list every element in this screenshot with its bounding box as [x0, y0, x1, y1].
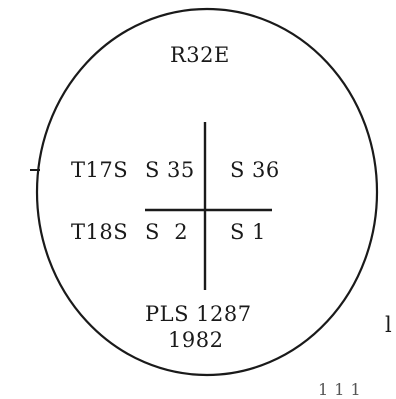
margin-fragment-bottom: 1 1 1	[318, 380, 362, 399]
section-southwest-label: S 2	[145, 220, 189, 244]
township-south-label: T18S	[71, 220, 129, 244]
section-northwest-label: S 35	[145, 158, 195, 182]
range-label: R32E	[170, 43, 230, 67]
stamp-circle	[35, 7, 379, 377]
margin-fragment-right: l	[385, 313, 393, 337]
section-southeast-label: S 1	[230, 220, 266, 244]
section-northeast-label: S 36	[230, 158, 280, 182]
year-label: 1982	[168, 328, 224, 352]
plat-number-label: PLS 1287	[145, 302, 252, 326]
township-north-label: T17S	[71, 158, 129, 182]
